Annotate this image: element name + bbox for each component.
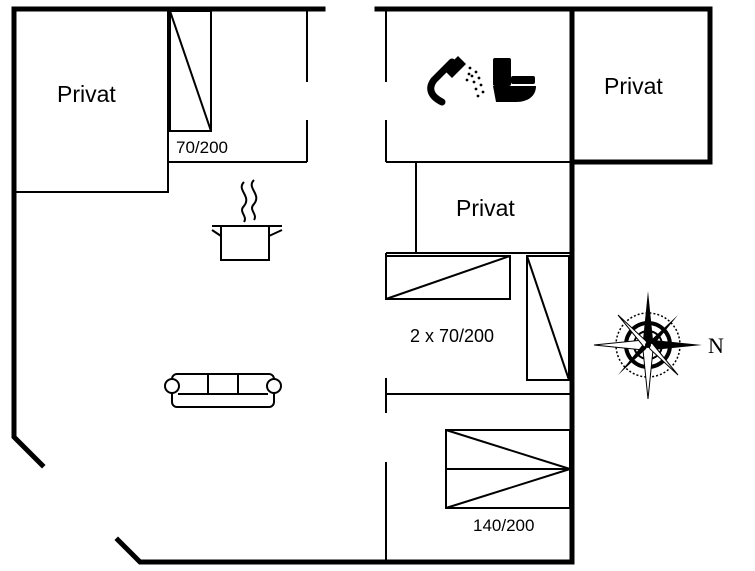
compass-north-label: N (708, 333, 724, 358)
outer-walls (11, 6, 713, 565)
bunk-horizontal-diagonal (385, 255, 511, 300)
pot-body (220, 225, 270, 261)
bunk-vertical-diagonal (526, 255, 570, 381)
cooking-pot-icon (211, 179, 283, 261)
compass-rose-icon (593, 291, 702, 400)
bed-small (169, 10, 212, 132)
bed-small-diagonal (169, 10, 212, 132)
toilet-icon (493, 58, 536, 102)
double-bed (445, 429, 571, 509)
shower-icon (427, 56, 485, 106)
bunk-horizontal-frame (385, 255, 511, 300)
wall-bottom (114, 536, 575, 565)
room-label-private-middle: Privat (456, 195, 515, 221)
double-bed-label: 140/200 (473, 516, 534, 535)
wall-top-right (374, 6, 713, 165)
bed-small-frame (169, 10, 212, 132)
wall-private-left (14, 11, 169, 193)
double-bed-diag-1 (445, 429, 571, 470)
wall-top-left (11, 6, 326, 469)
room-label-private-left: Privat (57, 81, 116, 107)
bunk-vertical-frame (526, 255, 570, 381)
bunk-bed-horizontal (385, 255, 511, 300)
sofa-icon (164, 373, 282, 408)
bunk-label: 2 x 70/200 (410, 326, 494, 346)
bed-small-label: 70/200 (176, 138, 228, 157)
double-bed-diag-2 (445, 468, 571, 509)
bunk-bed-vertical (526, 255, 570, 381)
room-label-private-right: Privat (604, 73, 663, 99)
